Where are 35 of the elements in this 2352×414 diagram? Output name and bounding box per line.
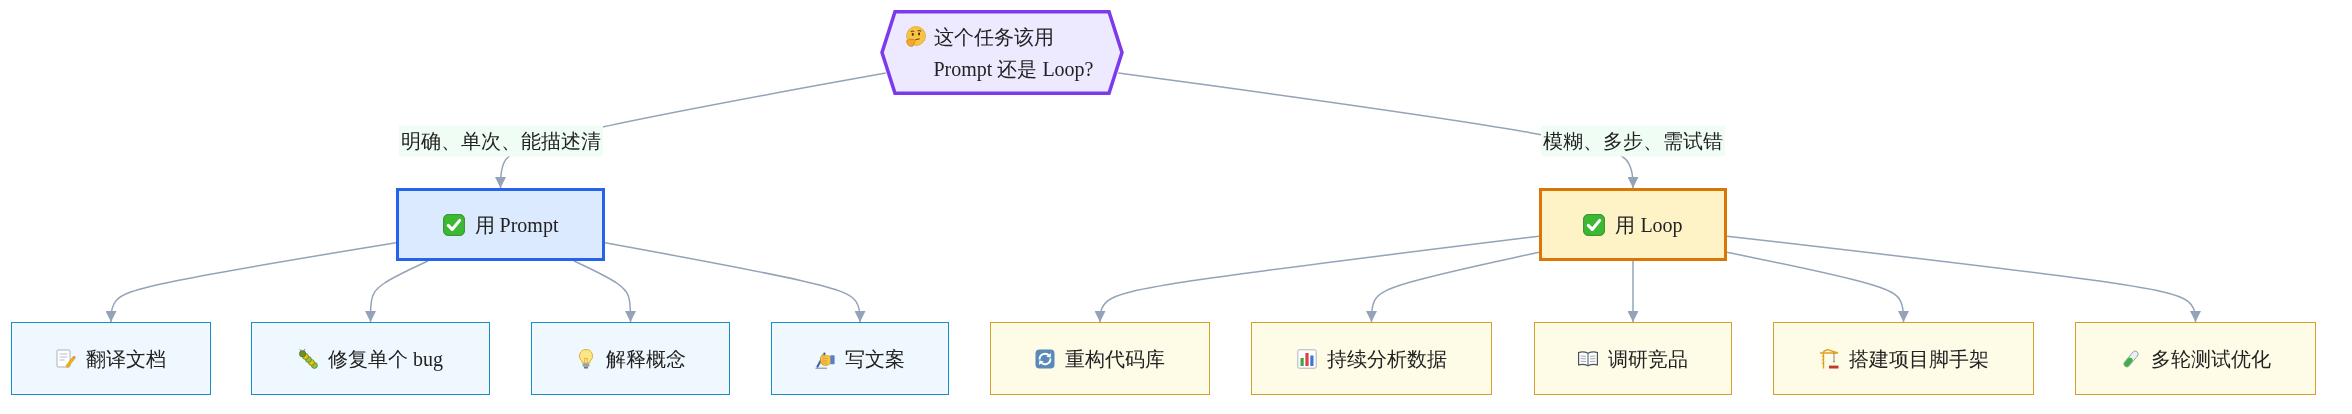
task-box bbox=[531, 322, 730, 395]
choice-box bbox=[396, 188, 605, 261]
task-box bbox=[1773, 322, 2034, 395]
arrow bbox=[573, 260, 636, 323]
arrow bbox=[1726, 235, 2201, 323]
task-box bbox=[1251, 322, 1492, 395]
choice-label: 用 Prompt bbox=[474, 212, 559, 237]
question-text: 这个任务该用 Prompt 还是 Loop? bbox=[933, 24, 1095, 83]
arrow bbox=[604, 242, 866, 323]
arrow bbox=[1366, 251, 1540, 323]
task-label: 持续分析数据 bbox=[1326, 346, 1447, 371]
arrow bbox=[365, 260, 429, 323]
task-label: 重构代码库 bbox=[1065, 346, 1165, 371]
edge-label: 明确、单次、能描述清 bbox=[399, 125, 603, 157]
task-label: 翻译文档 bbox=[86, 346, 166, 371]
edge-label: 模糊、多步、需试错 bbox=[1541, 125, 1725, 157]
task-box bbox=[771, 322, 949, 395]
arrow bbox=[1094, 235, 1540, 323]
task-box bbox=[251, 322, 490, 395]
task-label: 写文案 bbox=[845, 346, 905, 371]
task-label: 调研竞品 bbox=[1608, 346, 1688, 371]
task-label: 修复单个 bug bbox=[328, 346, 443, 371]
choice-box bbox=[1539, 188, 1727, 261]
decision-hexagon bbox=[877, 10, 1127, 95]
task-label: 搭建项目脚手架 bbox=[1848, 346, 1989, 371]
task-box bbox=[2075, 322, 2316, 395]
task-box bbox=[990, 322, 1210, 395]
arrow bbox=[1627, 260, 1639, 323]
task-label: 多轮测试优化 bbox=[2150, 346, 2271, 371]
arrow bbox=[105, 242, 397, 323]
choice-label: 用 Loop bbox=[1615, 212, 1683, 237]
task-box bbox=[1534, 322, 1732, 395]
task-label: 解释概念 bbox=[605, 346, 686, 371]
arrow bbox=[1726, 251, 1909, 323]
task-box bbox=[11, 322, 211, 395]
